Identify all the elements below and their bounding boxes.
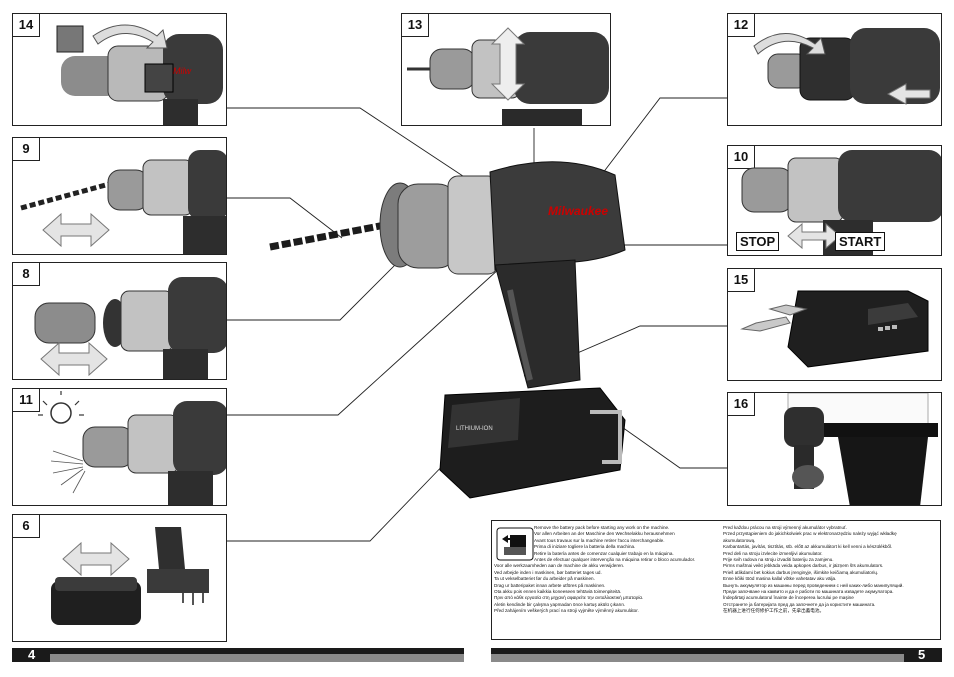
page-number-left: 4 — [28, 647, 36, 662]
footer-top-line-right — [491, 648, 904, 654]
figure-panel-9: 9 — [12, 137, 227, 255]
figure-number: 8 — [13, 263, 40, 286]
notice-line: Вынуть аккумулятор из машины перед прове… — [723, 582, 904, 588]
footer-bar-right — [904, 648, 942, 662]
notice-line: Prima di iniziare togliere la batteria d… — [534, 544, 636, 550]
notice-column-right: Pred každou prácou na stroji výmenný aku… — [723, 525, 938, 615]
notice-line: Ota akku pois ennen kaikkia koneeseen te… — [494, 589, 622, 595]
notice-line: Antes de efectuar qualquer intervenção n… — [534, 557, 696, 563]
figure-panel-10: 10 STOP START — [727, 145, 942, 256]
figure-number: 14 — [13, 14, 40, 37]
notice-line: Před zahájením veškerých prací na stroji… — [494, 608, 639, 614]
notice-line: Aletin kendinde bir çalışma yapmadan önc… — [494, 601, 626, 607]
footer-stripe-right — [491, 654, 904, 662]
notice-line: Îndepărtaţi acumulatorul înainte de înce… — [723, 595, 854, 601]
notice-line: Remove the battery pack before starting … — [534, 525, 670, 530]
notice-line: Pred deli na stroju izvlecite izmenljivi… — [723, 550, 823, 556]
footer-bar-left — [12, 648, 50, 662]
notice-line: Karbantartás, javítás, tisztítás, stb. e… — [723, 544, 893, 550]
notice-line: Отстранете ја батеријата пред да започне… — [723, 601, 876, 607]
notice-line: Prije svih radova na stroju izvaditi bat… — [723, 557, 834, 563]
notice-line: Enne kõiki tööd masina kallal võtke vahe… — [723, 576, 837, 582]
notice-line: Avant tous travaux sur la machine retire… — [534, 537, 665, 543]
figure-panel-6: 6 — [12, 514, 227, 642]
notice-line: Retire la batería antes de comenzar cual… — [534, 550, 674, 556]
brand-logo: Milwaukee — [548, 204, 608, 218]
battery-indicator-illustration — [740, 290, 929, 368]
drill-chuck-illustration: Milw — [56, 24, 223, 125]
notice-line: Ved arbejde inden i maskinen, bør batter… — [494, 569, 602, 575]
notice-line: Πριν από κάθε εργασία στη μηχανή αφαιρεί… — [494, 595, 644, 601]
notice-line: Pred každou prácou na stroji výmenný aku… — [723, 525, 848, 530]
battery-label: LITHIUM-ION — [456, 426, 493, 432]
start-label: START — [835, 232, 886, 251]
notice-line: Przed przystąpieniem do jakichkolwiek pr… — [723, 531, 897, 537]
remove-battery-icon — [496, 527, 534, 561]
safety-notice-box: Remove the battery pack before starting … — [491, 520, 941, 640]
figure-panel-16: 16 — [727, 392, 942, 506]
footer-stripe-left — [50, 654, 464, 662]
trigger-illustration — [741, 150, 941, 255]
work-light-illustration — [38, 391, 226, 505]
figure-number: 13 — [402, 14, 429, 37]
page-number-right: 5 — [918, 647, 926, 662]
battery-removal-illustration — [51, 527, 209, 625]
notice-line: Drag ur batteripaket innan arbete utföre… — [494, 582, 606, 588]
notice-line: Vor allen Arbeiten an der Maschine den W… — [534, 531, 675, 537]
figure-number: 9 — [13, 138, 40, 161]
notice-line: Pirms mašīnai veikt jebkāda veida apkope… — [723, 563, 884, 569]
notice-line: Prieš atlikdami bet kokius darbus įrengi… — [723, 569, 879, 575]
direction-switch-illustration — [407, 27, 609, 125]
figure-number: 6 — [13, 515, 40, 538]
notice-line: Voor alle werkzaamheden aan de machine d… — [494, 563, 625, 569]
figure-panel-12: 12 — [727, 13, 942, 126]
torque-ring-illustration — [753, 28, 940, 105]
figure-number: 12 — [728, 14, 755, 37]
figure-number: 10 — [728, 146, 755, 169]
figure-panel-11: 11 — [12, 388, 227, 506]
figure-number: 15 — [728, 269, 755, 292]
footer-top-line-left — [50, 648, 464, 654]
figure-number: 16 — [728, 393, 755, 416]
stop-label: STOP — [736, 232, 780, 251]
notice-line: 在机器上进行任何修护工作之前，先拿出蓄电池。 — [723, 608, 825, 614]
notice-column-left: Remove the battery pack before starting … — [494, 525, 709, 615]
figure-panel-8: 8 — [12, 262, 227, 380]
chuck-removal-illustration — [34, 277, 226, 379]
belt-clip-illustration — [784, 393, 938, 505]
drill-bit-insert-illustration — [20, 150, 226, 254]
notice-line: akumulatorową. — [723, 537, 756, 543]
notice-line: Преди започване на каквито и да е работи… — [723, 589, 894, 595]
figure-number: 11 — [13, 389, 40, 412]
figure-panel-14: 14 Milw — [12, 13, 227, 126]
figure-panel-15: 15 — [727, 268, 942, 381]
figure-panel-13: 13 — [401, 13, 611, 126]
svg-text:Milw: Milw — [173, 66, 191, 76]
notice-line: Ta ut vekselbatteriet før du arbeider på… — [494, 576, 595, 582]
